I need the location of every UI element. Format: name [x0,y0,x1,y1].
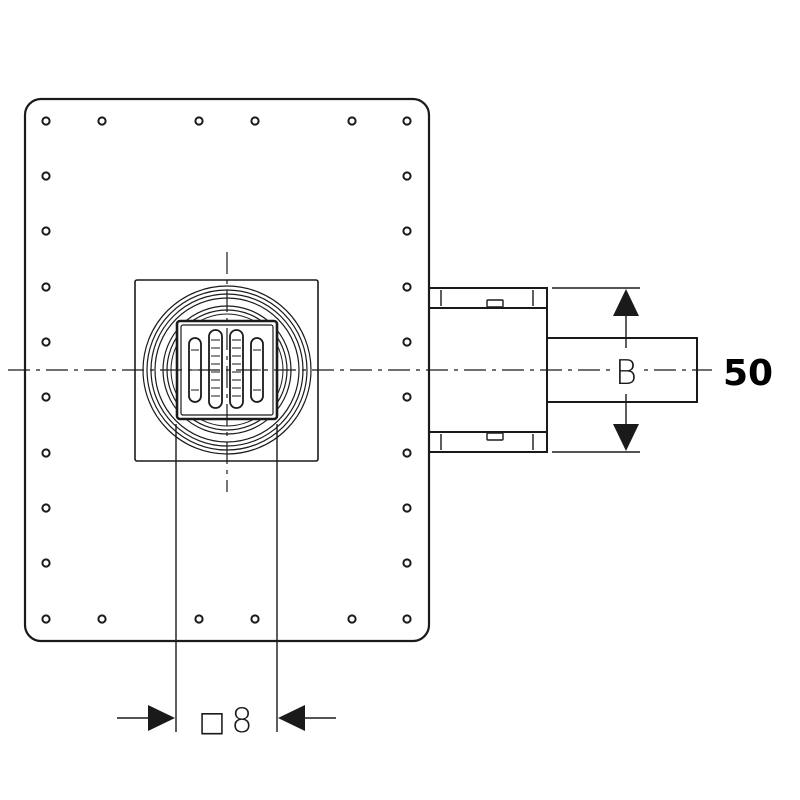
grate-square-symbol: □ [199,705,225,738]
mounting-hole [402,448,412,458]
mounting-hole [41,503,51,513]
mounting-hole [194,614,204,624]
mounting-hole [41,558,51,568]
dimension-arrow-right [148,705,175,731]
mounting-hole [194,116,204,126]
mounting-hole [41,392,51,402]
mounting-hole [97,116,107,126]
dimension-b [552,287,640,453]
mounting-hole [347,116,357,126]
mounting-hole [41,116,51,126]
mounting-hole [41,171,51,181]
mounting-holes [41,116,412,624]
dimension-arrow-up [613,289,639,316]
mounting-hole [402,558,412,568]
mounting-hole [41,282,51,292]
mounting-hole [250,614,260,624]
mounting-hole [402,116,412,126]
mounting-hole [402,282,412,292]
mounting-hole [402,171,412,181]
mounting-hole [97,614,107,624]
outlet-diameter-label: 50 [723,353,773,394]
dimension-grate [117,424,336,732]
mounting-hole [41,614,51,624]
mounting-hole [41,448,51,458]
mounting-hole [402,392,412,402]
pipe-label: B [615,353,637,393]
mounting-hole [347,614,357,624]
grate-size-label: 8 [231,701,253,741]
dimension-arrow-left [278,705,305,731]
centerlines [8,252,712,492]
mounting-hole [402,614,412,624]
mounting-hole [402,503,412,513]
mounting-hole [402,226,412,236]
mounting-hole [41,337,51,347]
dimension-arrow-down [613,424,639,451]
mounting-hole [250,116,260,126]
mounting-hole [41,226,51,236]
mounting-hole [402,337,412,347]
